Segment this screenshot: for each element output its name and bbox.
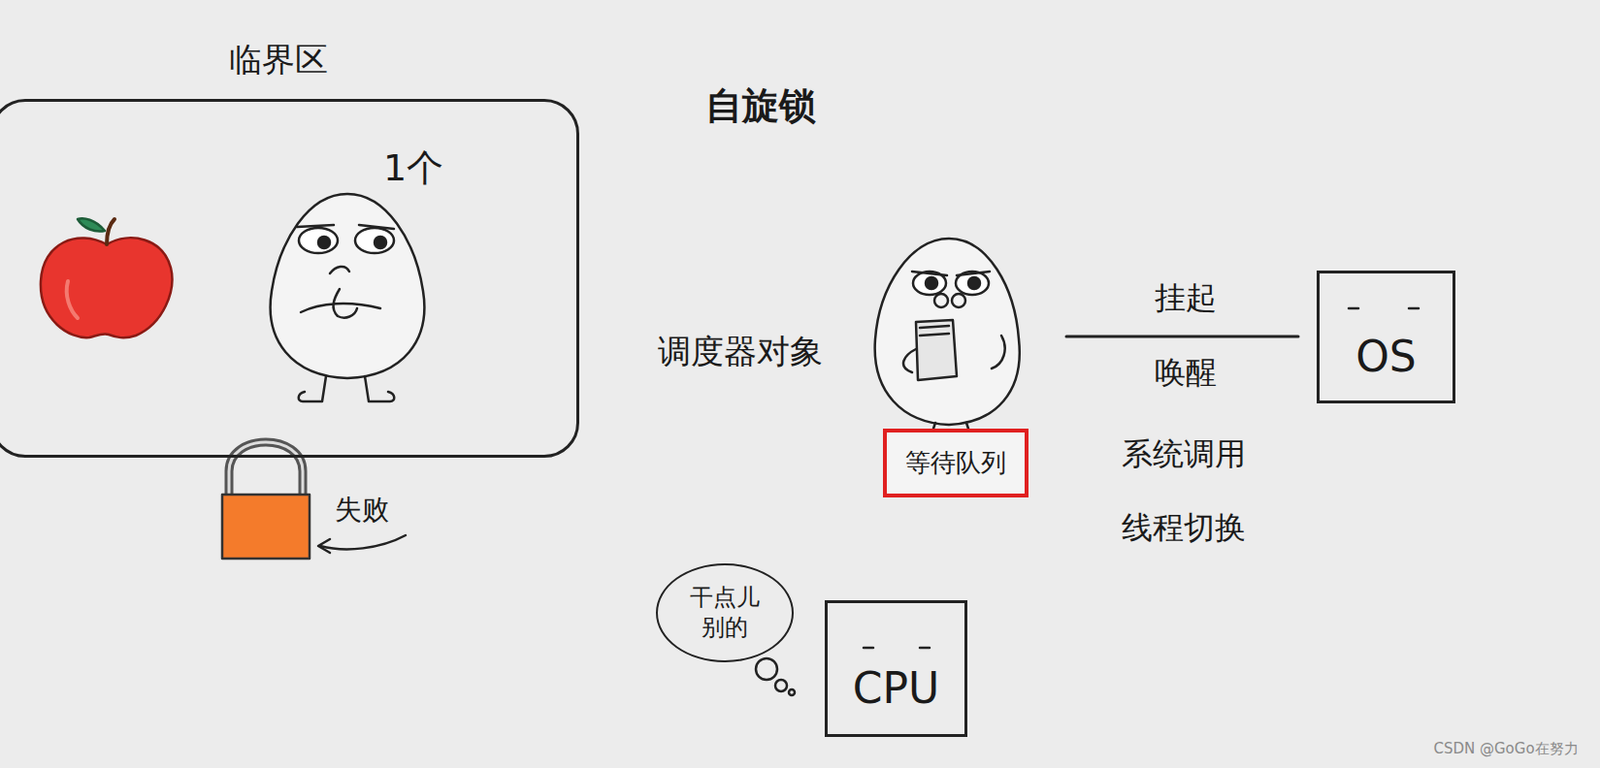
bubble-dot (788, 689, 795, 696)
node-text: OS (1355, 328, 1417, 385)
scheduler-label: 调度器对象 (657, 332, 823, 371)
count-label: 1个 (383, 147, 444, 191)
bubble-dot (775, 680, 787, 692)
thread-switch-label: 线程切换 (1121, 510, 1246, 547)
cpu-eyes (863, 647, 930, 651)
suspend-label: 挂起 (1154, 280, 1217, 317)
thought-bubble: 干点儿 别的 (655, 563, 794, 663)
region-heading: 临界区 (228, 37, 328, 81)
fail-arrow-head (318, 539, 330, 554)
watermark: CSDN @GoGo在努力 (1433, 741, 1578, 758)
os-eyes (1348, 307, 1419, 311)
node-text: 等待队列 (905, 447, 1007, 481)
os-box: OS (1316, 270, 1456, 404)
fail-arrow (320, 535, 406, 550)
divider-line (1066, 335, 1299, 339)
node-text: CPU (852, 660, 940, 717)
wake-label: 唤醒 (1154, 355, 1217, 392)
cpu-box: CPU (824, 600, 968, 738)
lock (222, 442, 310, 559)
thinking-character (270, 194, 425, 402)
wait-queue-box: 等待队列 (882, 428, 1029, 498)
critical-section: 临界区 (0, 98, 580, 458)
bubble-dot (755, 658, 778, 681)
apple (40, 218, 172, 338)
syscall-label: 系统调用 (1121, 436, 1246, 473)
node-text: 干点儿 别的 (685, 583, 765, 644)
scheduler-character (875, 238, 1020, 429)
fail-label: 失败 (334, 494, 390, 526)
title: 自旋锁 (705, 85, 817, 129)
